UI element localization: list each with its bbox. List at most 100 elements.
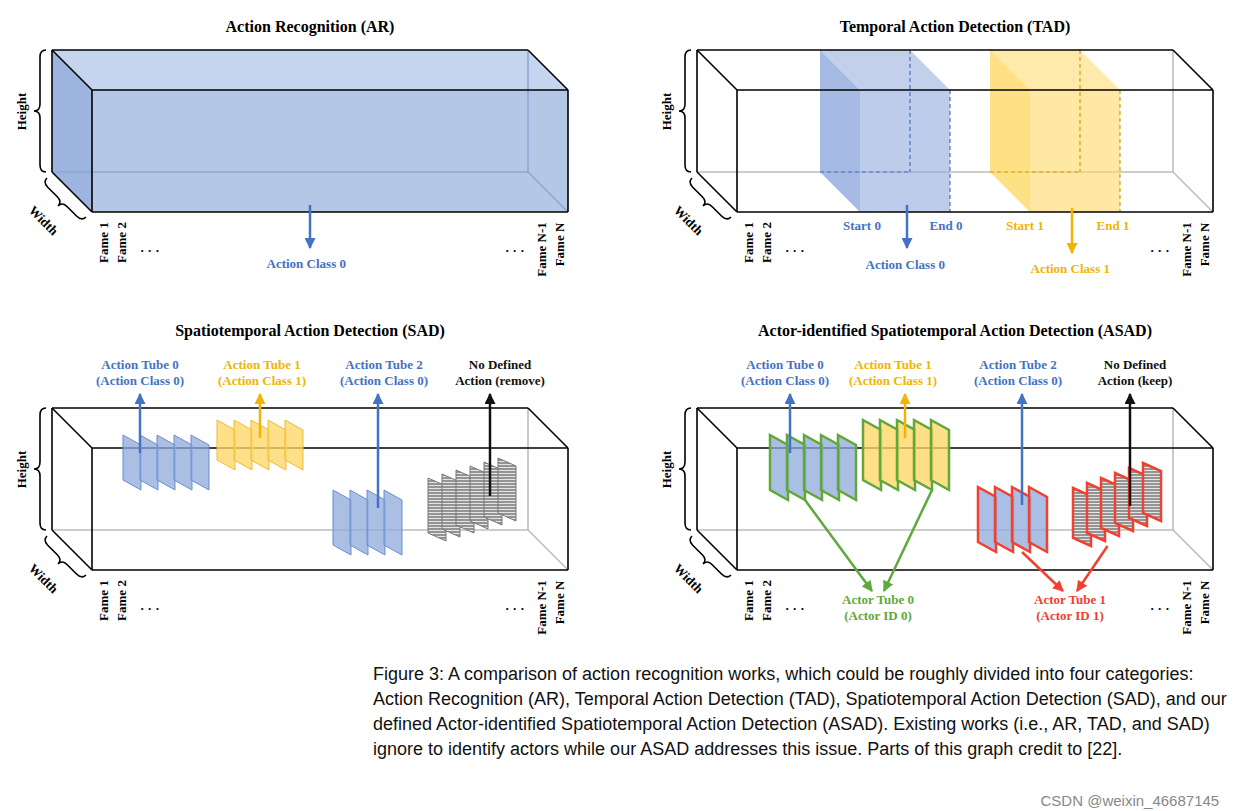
action-tube: Action Tube 1 (Action Class 1) [843, 357, 943, 490]
edge-line [567, 448, 569, 570]
axis-label: Fame 1 [95, 222, 110, 263]
figure-caption: Figure 3: A comparison of action recogni… [373, 662, 1231, 762]
video-frame [838, 435, 856, 500]
tube-label: Action Tube 0 (Action Class 0) [90, 357, 190, 389]
split-merge-arrow [1022, 552, 1063, 591]
video-frame [157, 435, 175, 490]
axis-label: Fame 2 [113, 580, 128, 621]
tube-frames [968, 357, 1068, 552]
axis-label: Height [659, 92, 674, 130]
split-merge-arrow [884, 490, 932, 591]
axis-label: Fame 1 [740, 580, 755, 621]
video-frame [1012, 487, 1030, 552]
axis-label: Fame 1 [95, 580, 110, 621]
pointer-arrow [377, 394, 380, 508]
pointer-arrow [259, 394, 262, 438]
edge-line [527, 408, 529, 530]
video-frame [931, 420, 949, 490]
edge-line [1212, 448, 1214, 570]
edge-line [528, 408, 568, 448]
actor-tube: Actor Tube 0 (Actor ID 0) [828, 592, 928, 624]
panel-region: Spatiotemporal Action Detection (SAD) Act… [0, 312, 620, 657]
edge-line [52, 408, 92, 448]
panel-title: Actor-identified Spatiotemporal Action D… [645, 321, 1260, 341]
axis-label: Fame N [552, 580, 567, 624]
panel-title: Temporal Action Detection (TAD) [645, 17, 1260, 37]
axis-label: · · · [785, 243, 805, 258]
axis-label: Height [14, 450, 29, 488]
video-frame [787, 435, 805, 500]
action-tube: Action Tube 2 (Action Class 0) [968, 357, 1068, 552]
video-frame [350, 490, 368, 555]
video-cuboid [34, 408, 568, 577]
edge-line [1173, 172, 1213, 212]
tube-frames [735, 357, 835, 500]
axis-label: · · · [1150, 601, 1170, 616]
video-frame [234, 420, 252, 470]
edge-line [1119, 90, 1120, 212]
edge-line [52, 50, 92, 90]
edge-line [697, 49, 1173, 51]
video-frame [1101, 478, 1119, 536]
tube-frames [843, 357, 943, 490]
action-tube: Action Tube 0 (Action Class 0) [90, 357, 190, 490]
axis-label: · · · [785, 601, 805, 616]
action-tube: No Defined Action (remove) [451, 357, 549, 541]
tube-frames [90, 357, 190, 490]
edge-line [1172, 50, 1174, 172]
axis-label: Fame N-1 [533, 222, 548, 277]
edge-line [52, 407, 528, 409]
panel-region: Action Recognition (AR) [0, 8, 620, 298]
brace [45, 178, 86, 219]
video-frame [140, 435, 158, 490]
tube-label: Actor Tube 1 (Actor ID 1) [1020, 592, 1120, 624]
axis-label: Fame 2 [758, 222, 773, 263]
edge-line [1212, 90, 1214, 212]
video-frame [333, 490, 351, 555]
pointer-arrow [1021, 394, 1024, 505]
edge-line [91, 90, 93, 212]
video-frame [995, 487, 1013, 552]
axis-label: Fame N-1 [533, 580, 548, 635]
brace [45, 536, 86, 577]
video-frame [268, 420, 286, 470]
segment-slab [990, 50, 1030, 212]
edge-line [696, 50, 698, 172]
pointer-arrow [1129, 394, 1132, 506]
video-frame [174, 435, 192, 490]
edge-line [1172, 408, 1174, 530]
edge-line [92, 447, 568, 449]
axis-label: Height [659, 450, 674, 488]
edge-line [1173, 530, 1213, 570]
video-frame [428, 478, 446, 541]
edge-line [91, 448, 93, 570]
action-tube: Action Tube 1 (Action Class 1) [212, 357, 312, 470]
pointer-arrow [904, 394, 907, 438]
video-frame [191, 435, 209, 490]
edge-line [92, 89, 568, 91]
edge-line [92, 211, 568, 213]
edge-line [51, 50, 53, 172]
brace [679, 408, 691, 530]
video-frame [498, 458, 516, 521]
tube-label: No Defined Action (remove) [451, 357, 549, 389]
pointer-arrow [906, 205, 909, 248]
watermark: CSDN @weixin_46687145 [1041, 792, 1220, 809]
panel-title: Spatiotemporal Action Detection (SAD) [0, 321, 620, 341]
edge-line [52, 529, 528, 531]
video-frame [470, 466, 488, 529]
video-frame [442, 474, 460, 537]
edge-line [51, 408, 53, 530]
axis-label: · · · [1150, 243, 1170, 258]
tube-label: Action Tube 2 (Action Class 0) [968, 357, 1068, 389]
video-cuboid [34, 50, 568, 248]
video-frame [251, 420, 269, 470]
tube-frames [334, 357, 434, 555]
axis-label: Height [14, 92, 29, 130]
axis-label: · · · [140, 243, 160, 258]
edge-line [697, 529, 1173, 531]
pointer-arrow [789, 394, 792, 453]
video-frame [384, 490, 402, 555]
axis-label: Fame N-1 [1178, 580, 1193, 635]
edge-line [528, 172, 568, 212]
